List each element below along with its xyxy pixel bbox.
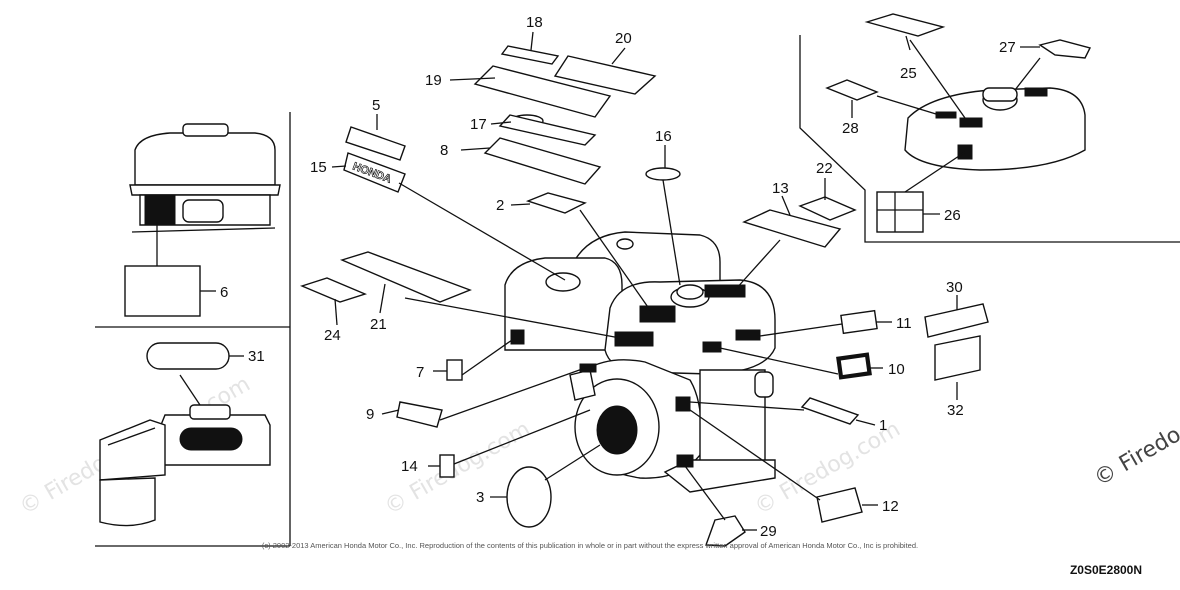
decal-30	[924, 303, 989, 338]
decal-17	[500, 45, 560, 65]
callout-8: 9	[366, 406, 374, 423]
callout-15: 16	[655, 128, 672, 145]
callout-25: 25	[900, 65, 917, 82]
loose-decals-lower	[396, 303, 989, 547]
callout-6: 6	[220, 284, 228, 301]
frame-lines	[95, 35, 1180, 547]
decal-1	[800, 397, 860, 425]
callout-12: 13	[772, 180, 789, 197]
leader-lines	[331, 31, 1040, 531]
decal-3	[506, 466, 552, 528]
callout-2: 2	[496, 197, 504, 214]
decal-25-on-tank	[959, 117, 983, 128]
decal-12	[742, 209, 842, 248]
inset-tank-label-6	[124, 123, 281, 317]
decal-7	[446, 359, 463, 381]
label-6	[124, 265, 201, 317]
decal-20	[339, 251, 472, 303]
callout-24: 24	[324, 327, 341, 344]
decal-5	[345, 126, 406, 161]
decal-27-on-tank	[1024, 87, 1048, 97]
callout-13: 12	[882, 498, 899, 515]
callout-9: 10	[888, 361, 905, 378]
callout-21: 20	[615, 30, 632, 47]
diagram-code: Z0S0E2800N	[1069, 563, 1142, 577]
callout-31: 31	[248, 348, 265, 365]
decal-26	[876, 191, 924, 233]
callout-14: 15	[310, 159, 327, 176]
callout-10: 11	[896, 315, 912, 332]
decal-20-on-engine	[614, 331, 654, 347]
decal-21	[553, 55, 657, 95]
decal-12-on-engine	[704, 284, 746, 298]
callout-numbers: 18 20 19 5 17 8 15 16 2 13 22 25 27 28 2…	[220, 14, 1016, 540]
callout-1: 1	[879, 417, 887, 434]
emblem-14	[343, 152, 406, 193]
decal-7-on-engine	[510, 329, 525, 345]
decal-28	[825, 79, 879, 101]
callout-19: 19	[425, 72, 442, 89]
decal-2	[525, 192, 587, 214]
decal-6-on-tank	[144, 194, 176, 226]
decal-13	[816, 487, 863, 523]
callout-30: 30	[946, 279, 963, 296]
callout-11: 8	[440, 142, 448, 159]
callout-20: 21	[370, 316, 387, 333]
callout-26: 26	[944, 207, 961, 224]
throttle-lever	[569, 369, 596, 401]
callout-5: 5	[372, 97, 380, 114]
callout-18: 14	[401, 458, 418, 475]
decal-10	[840, 309, 878, 335]
callout-16: 17	[470, 116, 487, 133]
decal-22	[798, 196, 857, 221]
decal-28-on-tank	[935, 111, 957, 119]
engine-assembly	[504, 231, 776, 493]
callout-7: 7	[416, 364, 424, 381]
callout-17: 18	[526, 14, 543, 31]
copyright-notice: (c) 2002-2013 American Honda Motor Co., …	[261, 541, 919, 550]
callout-22: 22	[816, 160, 833, 177]
decal-13-on-engine	[676, 454, 694, 468]
decal-8-on-engine	[579, 363, 597, 373]
decal-24	[299, 277, 368, 303]
decal-15	[645, 167, 681, 181]
callout-28: 28	[842, 120, 859, 137]
decal-8	[396, 401, 443, 428]
decal-10-on-engine	[735, 329, 761, 341]
decal-32	[934, 335, 981, 381]
callout-27: 27	[999, 39, 1016, 56]
decal-31-on-cleaner	[179, 427, 243, 451]
callout-3: 3	[476, 489, 484, 506]
label-31	[146, 342, 230, 370]
decal-25	[864, 13, 946, 37]
decal-9-on-engine	[702, 341, 722, 353]
inset-air-cleaner-label-31	[99, 342, 271, 527]
decal-18	[439, 454, 455, 478]
decal-29	[705, 515, 746, 547]
bracket-27	[1038, 39, 1092, 59]
decal-1-on-engine	[675, 396, 691, 412]
decal-16-strip	[498, 114, 597, 146]
callout-32: 32	[947, 402, 964, 419]
callout-29: 29	[760, 523, 777, 540]
decal-2-on-engine	[639, 305, 676, 323]
fuel-tank-detail	[825, 13, 1092, 233]
